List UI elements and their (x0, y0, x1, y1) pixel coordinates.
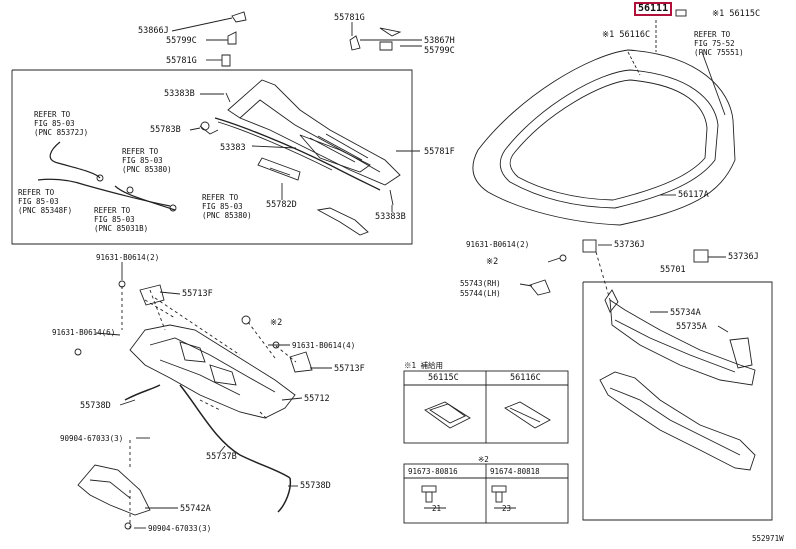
label-55742a: 55742A (180, 504, 211, 514)
label-55743-rh: 55743(RH) (460, 279, 501, 288)
label-53866j: 53866J (138, 26, 169, 36)
windshield-glass (472, 49, 736, 226)
note-cell-56116c: 56116C (510, 373, 541, 383)
refer-note: REFER TO FIG 85-03 (PNC 85372J) (34, 110, 89, 137)
label-90904-67033: 90904-67033(3) (60, 434, 124, 443)
label-55783b: 55783B (150, 125, 181, 135)
label-53383b: 53383B (164, 89, 195, 99)
refer-note: REFER TO FIG 85-03 (PNC 85031B) (94, 206, 149, 233)
label-55713f: 55713F (182, 289, 213, 299)
refer-note: REFER TO FIG 85-03 (PNC 85380) (202, 193, 252, 220)
label-55782d: 55782D (266, 200, 297, 210)
label-55735a: 55735A (676, 322, 707, 332)
cowl-lower-panel (129, 324, 296, 419)
label-55713f: 55713F (334, 364, 365, 374)
note-cell-91674-80818: 91674-80818 (490, 467, 540, 476)
label-53736j: 53736J (614, 240, 645, 250)
diagram-id: 552971W (752, 534, 784, 543)
dimension-21: 21 (432, 504, 442, 513)
label-55738d: 55738D (80, 401, 111, 411)
cowl-louver (227, 79, 401, 186)
label-56116c: ※1 56116C (602, 30, 651, 40)
label-55781g: 55781G (334, 13, 365, 23)
label-55744-lh: 55744(LH) (460, 289, 501, 298)
label-55734a: 55734A (670, 308, 701, 318)
label-56117a: 56117A (678, 190, 709, 200)
label-53736j: 53736J (728, 252, 759, 262)
label-91631-b0614: 91631-B0614(6) (52, 328, 116, 337)
label-55737b: 55737B (206, 452, 237, 462)
label-53383: 53383 (220, 143, 246, 153)
note1-title: ※1 補給用 (404, 361, 444, 370)
refer-note: REFER TO FIG 75-52 (PNC 75551) (694, 30, 744, 57)
label-55799c: 55799C (166, 36, 197, 46)
label-55701: 55701 (660, 265, 686, 275)
label-55781g: 55781G (166, 56, 197, 66)
label-55738d: 55738D (300, 481, 331, 491)
windshield-inner (499, 69, 719, 209)
label-91631-b0614: 91631-B0614(2) (466, 240, 530, 249)
cowl-top-ventilator (609, 299, 756, 386)
label-star2: ※2 (270, 318, 283, 328)
label-55712: 55712 (304, 394, 330, 404)
label-56111-highlighted[interactable]: 56111 (633, 2, 673, 16)
cowl-frame-box (582, 281, 773, 521)
label-55799c: 55799C (424, 46, 455, 56)
label-56115c: ※1 56115C (712, 9, 761, 19)
label-91631-b0614: 91631-B0614(2) (96, 253, 160, 262)
note-cell-91673-80816: 91673-80816 (408, 467, 458, 476)
label-90904-67033: 90904-67033(3) (148, 524, 212, 533)
label-55781f: 55781F (424, 147, 455, 157)
refer-note: REFER TO FIG 85-03 (PNC 85348F) (18, 188, 73, 215)
note2-title: ※2 (478, 455, 489, 464)
label-star2: ※2 (486, 257, 499, 267)
label-53867h: 53867H (424, 36, 455, 46)
upper-frame-box (11, 69, 413, 245)
note-cell-56115c: 56115C (428, 373, 459, 383)
label-91631-b0614: 91631-B0614(4) (292, 341, 356, 350)
label-53383b: 53383B (375, 212, 406, 222)
dimension-23: 23 (502, 504, 512, 513)
refer-note: REFER TO FIG 85-03 (PNC 85380) (122, 147, 172, 174)
